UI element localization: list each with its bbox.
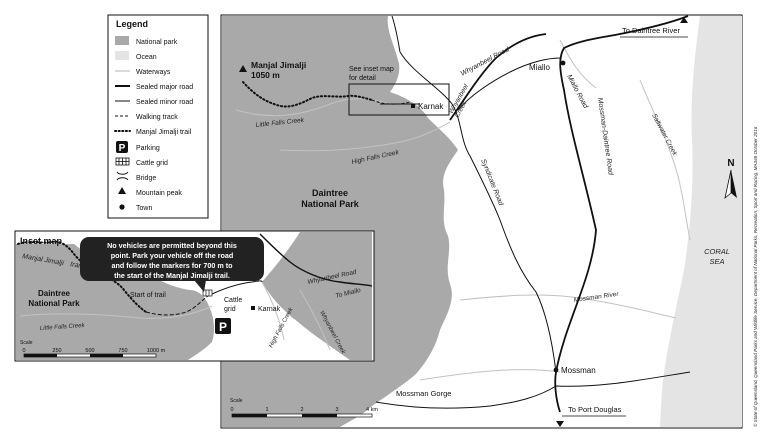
- inset-cattle-grid-line1: Cattle: [224, 297, 242, 304]
- town-marker-karnak: [411, 104, 415, 108]
- legend-label-ocean: Ocean: [136, 54, 157, 61]
- inset-park-line2: National Park: [28, 299, 80, 308]
- inset-notice-line1: No vehicles are permitted beyond this: [107, 241, 237, 250]
- inset-scale-tick-3: 750: [118, 348, 127, 354]
- inset-whyanbeel-road: [259, 233, 373, 287]
- direction-arrow-port-douglas: [556, 421, 564, 427]
- inset-creek-little-falls: Little Falls Creek: [40, 323, 86, 332]
- legend-label-parking: Parking: [136, 145, 160, 152]
- town-marker-miallo: [560, 60, 566, 66]
- inset-scale-title: Scale: [20, 340, 33, 346]
- inset-walking-track: [145, 295, 209, 316]
- inset-scale-tick-1: 250: [52, 348, 61, 354]
- peak-height: 1050 m: [251, 70, 280, 80]
- inset-note-line2: for detail: [349, 75, 376, 82]
- legend-label-walking-track: Walking track: [136, 114, 178, 121]
- inset-town-marker-karnak: [251, 306, 255, 310]
- legend-swatch-national-park: [115, 36, 129, 45]
- sea-line2: SEA: [709, 257, 724, 266]
- peak-name: Manjal Jimalji: [251, 60, 306, 70]
- legend-label-town: Town: [136, 205, 152, 212]
- main-map: Manjal Jimalji 1050 m See inset map for …: [220, 14, 758, 429]
- inset-park-area: [16, 244, 215, 360]
- main-park-line2: National Park: [301, 199, 360, 209]
- inset-map: P Karnak No vehicles are permitted beyon…: [14, 230, 375, 362]
- manjal-jimalji-trail-main: [242, 81, 373, 108]
- parking-icon: P: [116, 141, 128, 154]
- walking-track-main: [371, 99, 411, 105]
- inset-note-line1: See inset map: [349, 66, 394, 73]
- legend-label-national-park: National park: [136, 39, 178, 46]
- direction-daintree-river: To Daintree River: [622, 26, 680, 35]
- direction-arrow-daintree: [680, 17, 688, 23]
- town-karnak: Karnak: [418, 102, 444, 111]
- inset-parking-label: P: [219, 320, 227, 334]
- legend-label-major-road: Sealed major road: [136, 84, 193, 91]
- legend-label-waterways: Waterways: [136, 69, 171, 76]
- inset-scale-tick-2: 500: [85, 348, 94, 354]
- inset-park-line1: Daintree: [38, 289, 71, 298]
- legend-label-trail: Manjal Jimalji trail: [136, 129, 192, 136]
- inset-parking-icon: P: [215, 318, 231, 334]
- ocean-area: [660, 16, 742, 427]
- main-scale-tick-2: 2: [300, 407, 303, 413]
- legend-swatch-ocean: [115, 51, 129, 60]
- legend-label-peak: Mountain peak: [136, 190, 182, 197]
- inset-notice-line4: the start of the Manjal Jimalji trail.: [114, 271, 230, 280]
- bridge-icon: [116, 171, 129, 181]
- main-park-line1: Daintree: [312, 188, 348, 198]
- inset-start-of-trail: Start of trail: [130, 292, 166, 299]
- legend-title: Legend: [116, 19, 148, 29]
- credit-text: © State of Queensland, Queensland Parks …: [752, 126, 758, 427]
- inset-scale-bar: Scale 0 250 500 750 1000 m: [20, 340, 166, 358]
- inset-title: Inset map: [20, 236, 63, 246]
- main-scale-tick-1: 1: [265, 407, 268, 413]
- north-label: N: [727, 158, 734, 169]
- main-scale-tick-0: 0: [230, 407, 233, 413]
- main-scale-bar: Scale 0 1 2 3 4 km: [230, 398, 378, 418]
- legend-label-cattle-grid: Cattle grid: [136, 160, 168, 167]
- inset-park-area-east: [262, 232, 372, 360]
- inset-cattle-grid-line2: grid: [224, 306, 236, 313]
- main-scale-tick-3: 3: [335, 407, 338, 413]
- mountain-peak-marker: [239, 65, 247, 72]
- major-roads: [449, 15, 689, 413]
- inset-extent-box: [348, 83, 450, 116]
- sea-line1: CORAL: [704, 247, 730, 256]
- inset-notice-line2: point. Park your vehicle off the road: [111, 251, 234, 260]
- legend-label-bridge: Bridge: [136, 175, 156, 182]
- town-miallo: Miallo: [529, 63, 550, 72]
- inset-waterways: [19, 281, 331, 351]
- inset-access-road: [207, 280, 263, 297]
- main-scale-tick-4: 4 km: [366, 407, 378, 413]
- inset-scale-tick-0: 0: [22, 348, 25, 354]
- town-marker-mossman: [553, 367, 559, 373]
- place-mossman-gorge: Mossman Gorge: [396, 389, 451, 398]
- svg-text:P: P: [119, 143, 126, 154]
- inset-scale-tick-4: 1000 m: [147, 348, 166, 354]
- north-arrow-icon: N: [724, 158, 737, 200]
- legend: Legend National park Ocean Waterways Sea…: [107, 14, 209, 219]
- inset-cattle-grid-icon: [202, 289, 213, 297]
- inset-notice-callout: No vehicles are permitted beyond this po…: [80, 237, 264, 292]
- cattle-grid-icon: [115, 157, 130, 166]
- town-icon: [119, 204, 125, 210]
- direction-port-douglas: To Port Douglas: [568, 405, 622, 414]
- inset-town-karnak: Karnak: [258, 306, 281, 313]
- main-scale-title: Scale: [230, 398, 243, 404]
- mountain-peak-icon: [118, 187, 126, 194]
- town-mossman: Mossman: [561, 366, 596, 375]
- inset-notice-line3: and follow the markers for 700 m to: [111, 261, 233, 270]
- legend-frame: [107, 14, 209, 219]
- inset-trail-line2: trail: [70, 261, 83, 270]
- waterways: [235, 39, 691, 381]
- legend-label-minor-road: Sealed minor road: [136, 99, 193, 106]
